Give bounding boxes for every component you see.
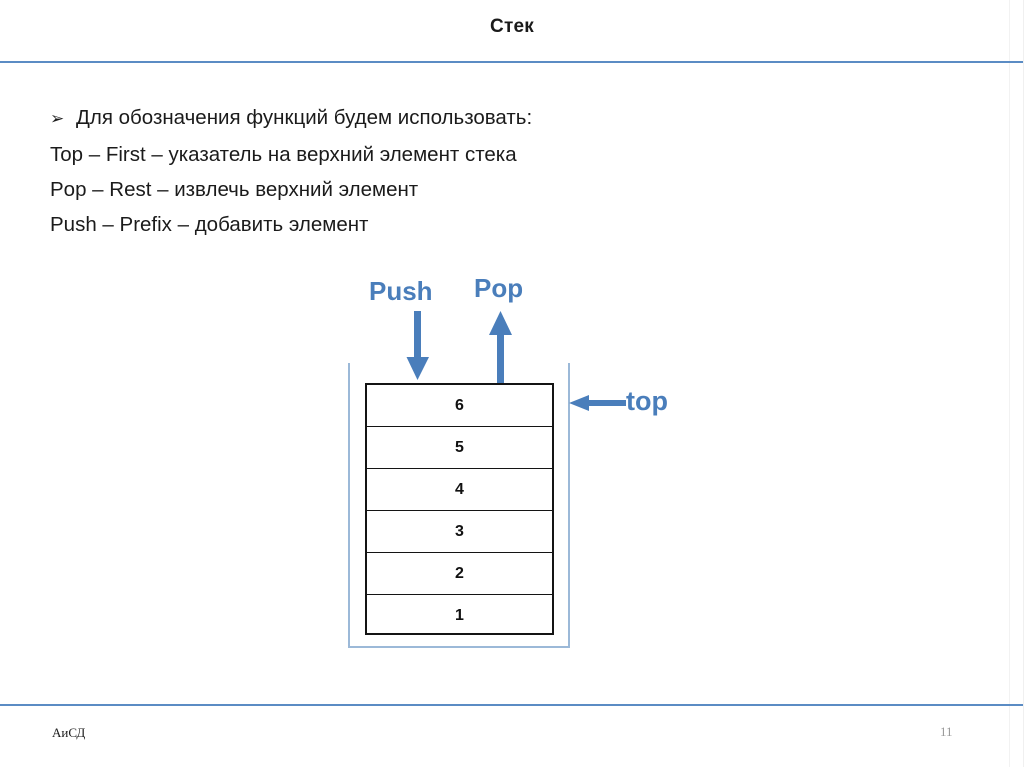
page-title: Стек — [490, 16, 534, 37]
stack-box: 6 5 4 3 2 1 — [365, 383, 554, 635]
body-line-3: Pop – Rest – извлечь верхний элемент — [50, 178, 419, 201]
stack-cell: 5 — [367, 427, 552, 469]
stack-cell: 2 — [367, 553, 552, 595]
footer-divider-rule — [0, 704, 1023, 706]
stack-diagram: 6 5 4 3 2 1 Push Pop top — [340, 265, 710, 665]
footer-subject-label: АиСД — [52, 725, 86, 740]
page-number: 11 — [940, 724, 953, 739]
pop-label: Pop — [474, 273, 524, 303]
slide-edge-line — [1009, 0, 1010, 767]
body-text-block: ➢ Для обозначения функций будем использов… — [50, 100, 810, 242]
push-arrow-icon — [406, 311, 429, 380]
push-label: Push — [369, 276, 433, 306]
body-line-2: Top – First – указатель на верхний элеме… — [50, 143, 517, 166]
stack-cell: 4 — [367, 469, 552, 511]
body-line-4: Push – Prefix – добавить элемент — [50, 213, 369, 236]
stack-container-right-wall — [568, 363, 570, 648]
stack-container-bottom-wall — [348, 646, 570, 648]
stack-container-left-wall — [348, 363, 350, 648]
body-line-1: ➢ Для обозначения функций будем использов… — [50, 100, 810, 137]
body-line-1-text: Для обозначения функций будем использова… — [76, 106, 533, 129]
top-label: top — [626, 386, 668, 416]
stack-cell: 3 — [367, 511, 552, 553]
bullet-arrow-icon: ➢ — [50, 109, 65, 129]
stack-cell: 6 — [367, 385, 552, 427]
diagram-arrows-layer — [406, 311, 626, 411]
title-divider-rule — [0, 61, 1023, 63]
stack-cell: 1 — [455, 607, 464, 624]
pop-arrow-icon — [489, 311, 512, 383]
top-pointer-arrow-icon — [569, 395, 626, 411]
